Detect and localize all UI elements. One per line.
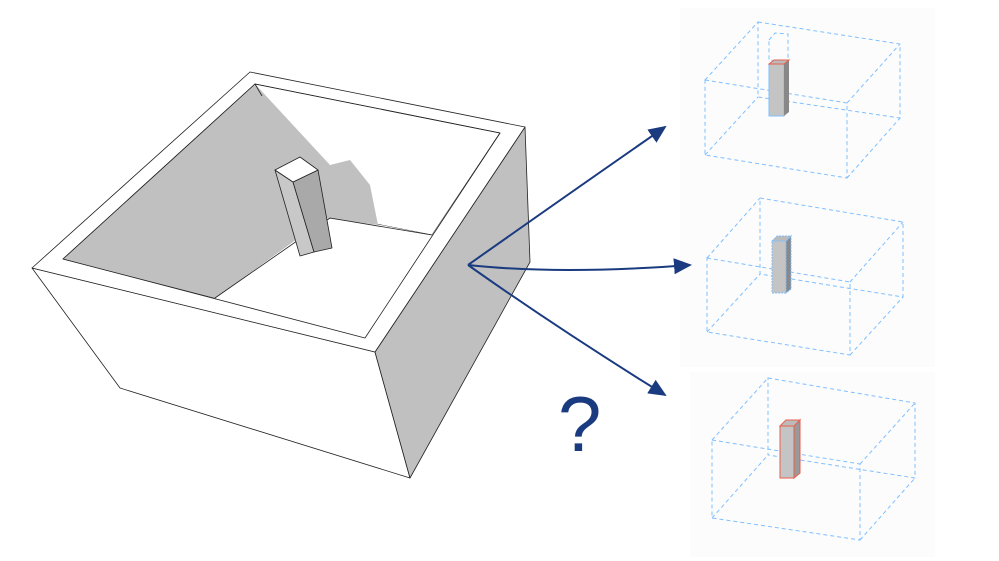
question-mark: ? — [558, 380, 602, 468]
interior-left-wall — [63, 84, 330, 298]
pillar — [274, 156, 333, 257]
candidate-2 — [706, 197, 904, 356]
interior-floor — [215, 215, 432, 338]
pillar-thumbnail-2 — [771, 240, 787, 294]
candidate-1 — [704, 21, 901, 179]
candidate-panel-2 — [680, 192, 935, 367]
candidate-3 — [711, 377, 916, 541]
pillar-shadow — [255, 84, 378, 225]
arrow-to-candidate-2 — [467, 258, 692, 275]
open-box-model — [31, 71, 531, 479]
candidate-panel-3 — [690, 372, 935, 557]
pillar-thumbnail-1 — [768, 63, 785, 117]
arrows — [467, 125, 692, 397]
interior-opening-outline — [62, 83, 501, 339]
arrow-to-candidate-3 — [467, 264, 667, 397]
candidate-panel-1 — [680, 8, 935, 193]
arrow-to-candidate-1 — [467, 125, 667, 266]
pillar-thumbnail-3 — [779, 425, 795, 479]
